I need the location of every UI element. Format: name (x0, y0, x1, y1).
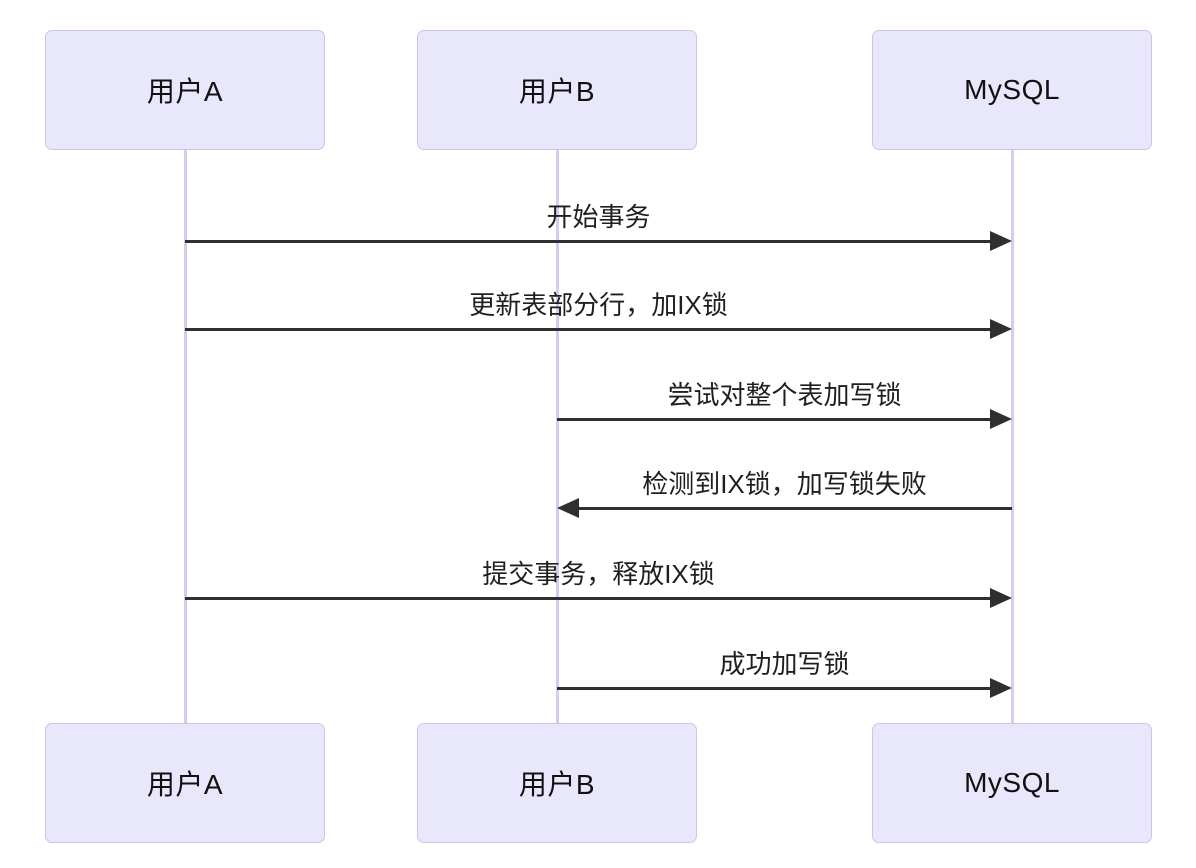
message-line-0 (185, 239, 994, 243)
message-label-2: 尝试对整个表加写锁 (667, 380, 902, 410)
actor-box-bottom-mysql: MySQL (872, 723, 1152, 843)
message-line-3 (575, 506, 1012, 510)
actor-label-mysql: MySQL (964, 767, 1060, 798)
arrowhead-icon-5 (990, 678, 1012, 698)
arrowhead-icon-3 (557, 498, 579, 518)
arrowhead-icon-4 (990, 588, 1012, 608)
actor-label-userB: 用户B (518, 769, 596, 800)
actor-label-userB: 用户B (518, 76, 596, 107)
message-label-4: 提交事务，释放IX锁 (482, 559, 715, 589)
message-line-4 (185, 596, 994, 600)
message-label-0: 开始事务 (546, 202, 651, 232)
message-line-2 (557, 417, 994, 421)
message-label-1: 更新表部分行，加IX锁 (469, 290, 728, 320)
message-line-1 (185, 327, 994, 331)
arrowhead-icon-1 (990, 319, 1012, 339)
actor-label-userA: 用户A (146, 76, 224, 107)
arrowhead-icon-0 (990, 231, 1012, 251)
lifeline-userA (183, 150, 187, 723)
actor-box-bottom-userA: 用户A (45, 723, 325, 843)
lifeline-userB (555, 150, 559, 723)
actor-box-bottom-userB: 用户B (417, 723, 697, 843)
actor-box-top-mysql: MySQL (872, 30, 1152, 150)
message-line-5 (557, 686, 994, 690)
arrowhead-icon-2 (990, 409, 1012, 429)
actor-box-top-userB: 用户B (417, 30, 697, 150)
lifeline-mysql (1010, 150, 1014, 723)
actor-label-mysql: MySQL (964, 74, 1060, 105)
actor-box-top-userA: 用户A (45, 30, 325, 150)
message-label-3: 检测到IX锁，加写锁失败 (642, 469, 927, 499)
actor-label-userA: 用户A (146, 769, 224, 800)
message-label-5: 成功加写锁 (719, 649, 850, 679)
